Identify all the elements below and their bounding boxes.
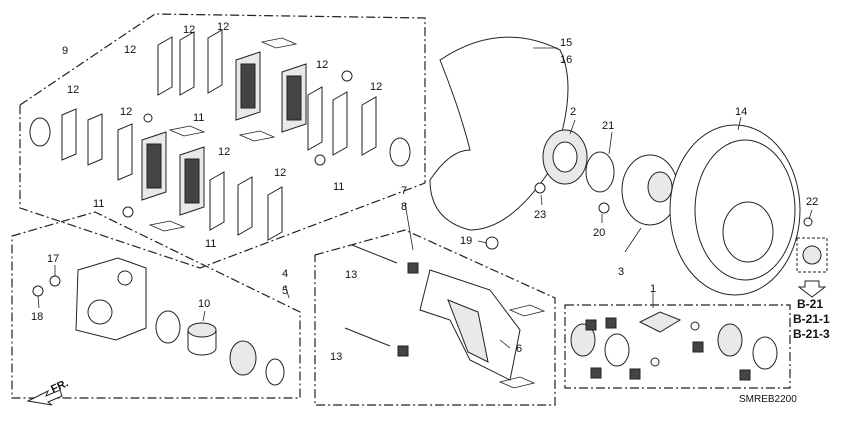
leader-lines — [37, 47, 813, 349]
hub-nut — [796, 237, 828, 273]
callout-6: 6 — [516, 343, 522, 355]
callout-11-d: 11 — [205, 238, 216, 250]
callout-5: 5 — [282, 285, 288, 297]
callout-11-b: 11 — [93, 198, 104, 210]
callout-9: 9 — [62, 45, 68, 57]
callout-22: 22 — [806, 196, 818, 208]
brake-pad-shims — [61, 29, 377, 241]
front-arrow-icon — [26, 389, 63, 406]
callout-14: 14 — [735, 106, 747, 118]
diagram-code: SMREB2200 — [739, 394, 797, 405]
callout-12-h: 12 — [218, 146, 230, 158]
reference-codes: B-21 B-21-1 B-21-3 — [793, 297, 830, 341]
callout-17: 17 — [47, 253, 59, 265]
callout-18: 18 — [31, 311, 43, 323]
callout-12-a: 12 — [124, 44, 136, 56]
callout-labels: 1 2 3 4 5 6 7 8 9 10 11 11 11 11 12 12 1… — [31, 21, 818, 363]
guide-pins — [344, 244, 398, 347]
callout-8: 8 — [401, 201, 407, 213]
pad-set-box — [19, 13, 426, 269]
hub-bolts — [534, 182, 610, 214]
callout-4: 4 — [282, 268, 288, 280]
snap-ring — [585, 151, 615, 193]
callout-11-a: 11 — [193, 112, 204, 124]
brake-pads — [141, 51, 307, 216]
callout-21: 21 — [602, 120, 614, 132]
bracket-clips — [498, 304, 546, 389]
callout-12-c: 12 — [217, 21, 229, 33]
caliper-body — [75, 257, 147, 341]
ref-b21-3: B-21-3 — [793, 327, 830, 341]
wheel-bearing — [542, 129, 588, 185]
caliper-bracket — [419, 269, 521, 381]
pad-retainer-clips — [148, 37, 298, 232]
front-direction-indicator: FR. — [26, 377, 70, 406]
callout-2: 2 — [570, 106, 576, 118]
bracket-bolt — [485, 236, 499, 250]
front-label: FR. — [49, 377, 70, 395]
seal-kit-parts — [570, 311, 778, 381]
bracket-box — [314, 229, 556, 406]
pad-bolts — [122, 70, 353, 218]
callout-3: 3 — [618, 266, 624, 278]
ref-b21: B-21 — [797, 297, 823, 311]
callout-12-i: 12 — [274, 167, 286, 179]
rotor-screw — [803, 217, 813, 227]
bleeder-screw — [32, 275, 61, 297]
brake-rotor — [669, 124, 801, 296]
callout-12-d: 12 — [67, 84, 79, 96]
wheel-hub — [621, 154, 679, 226]
pin-boots — [397, 262, 419, 357]
boot-ring — [265, 358, 285, 386]
callout-1: 1 — [650, 283, 656, 295]
callout-12-g: 12 — [370, 81, 382, 93]
ref-b21-1: B-21-1 — [793, 312, 830, 326]
callout-19: 19 — [460, 235, 472, 247]
seal-kit-box — [564, 304, 791, 389]
callout-23: 23 — [534, 209, 546, 221]
caliper-box — [11, 211, 301, 399]
piston — [187, 322, 217, 356]
piston-boot — [229, 340, 257, 376]
callout-20: 20 — [593, 227, 605, 239]
splash-shield — [429, 36, 569, 231]
callout-15: 15 — [560, 37, 572, 49]
callout-13-b: 13 — [330, 351, 342, 363]
reference-arrow-icon — [797, 280, 827, 298]
callout-12-e: 12 — [120, 106, 132, 118]
callout-16: 16 — [560, 54, 572, 66]
callout-7: 7 — [401, 185, 407, 197]
callout-12-f: 12 — [316, 59, 328, 71]
wear-indicator-plates — [29, 117, 411, 167]
piston-seal — [155, 310, 181, 344]
callout-12-b: 12 — [183, 24, 195, 36]
callout-11-c: 11 — [333, 181, 344, 193]
callout-10: 10 — [198, 298, 210, 310]
callout-13-a: 13 — [345, 269, 357, 281]
